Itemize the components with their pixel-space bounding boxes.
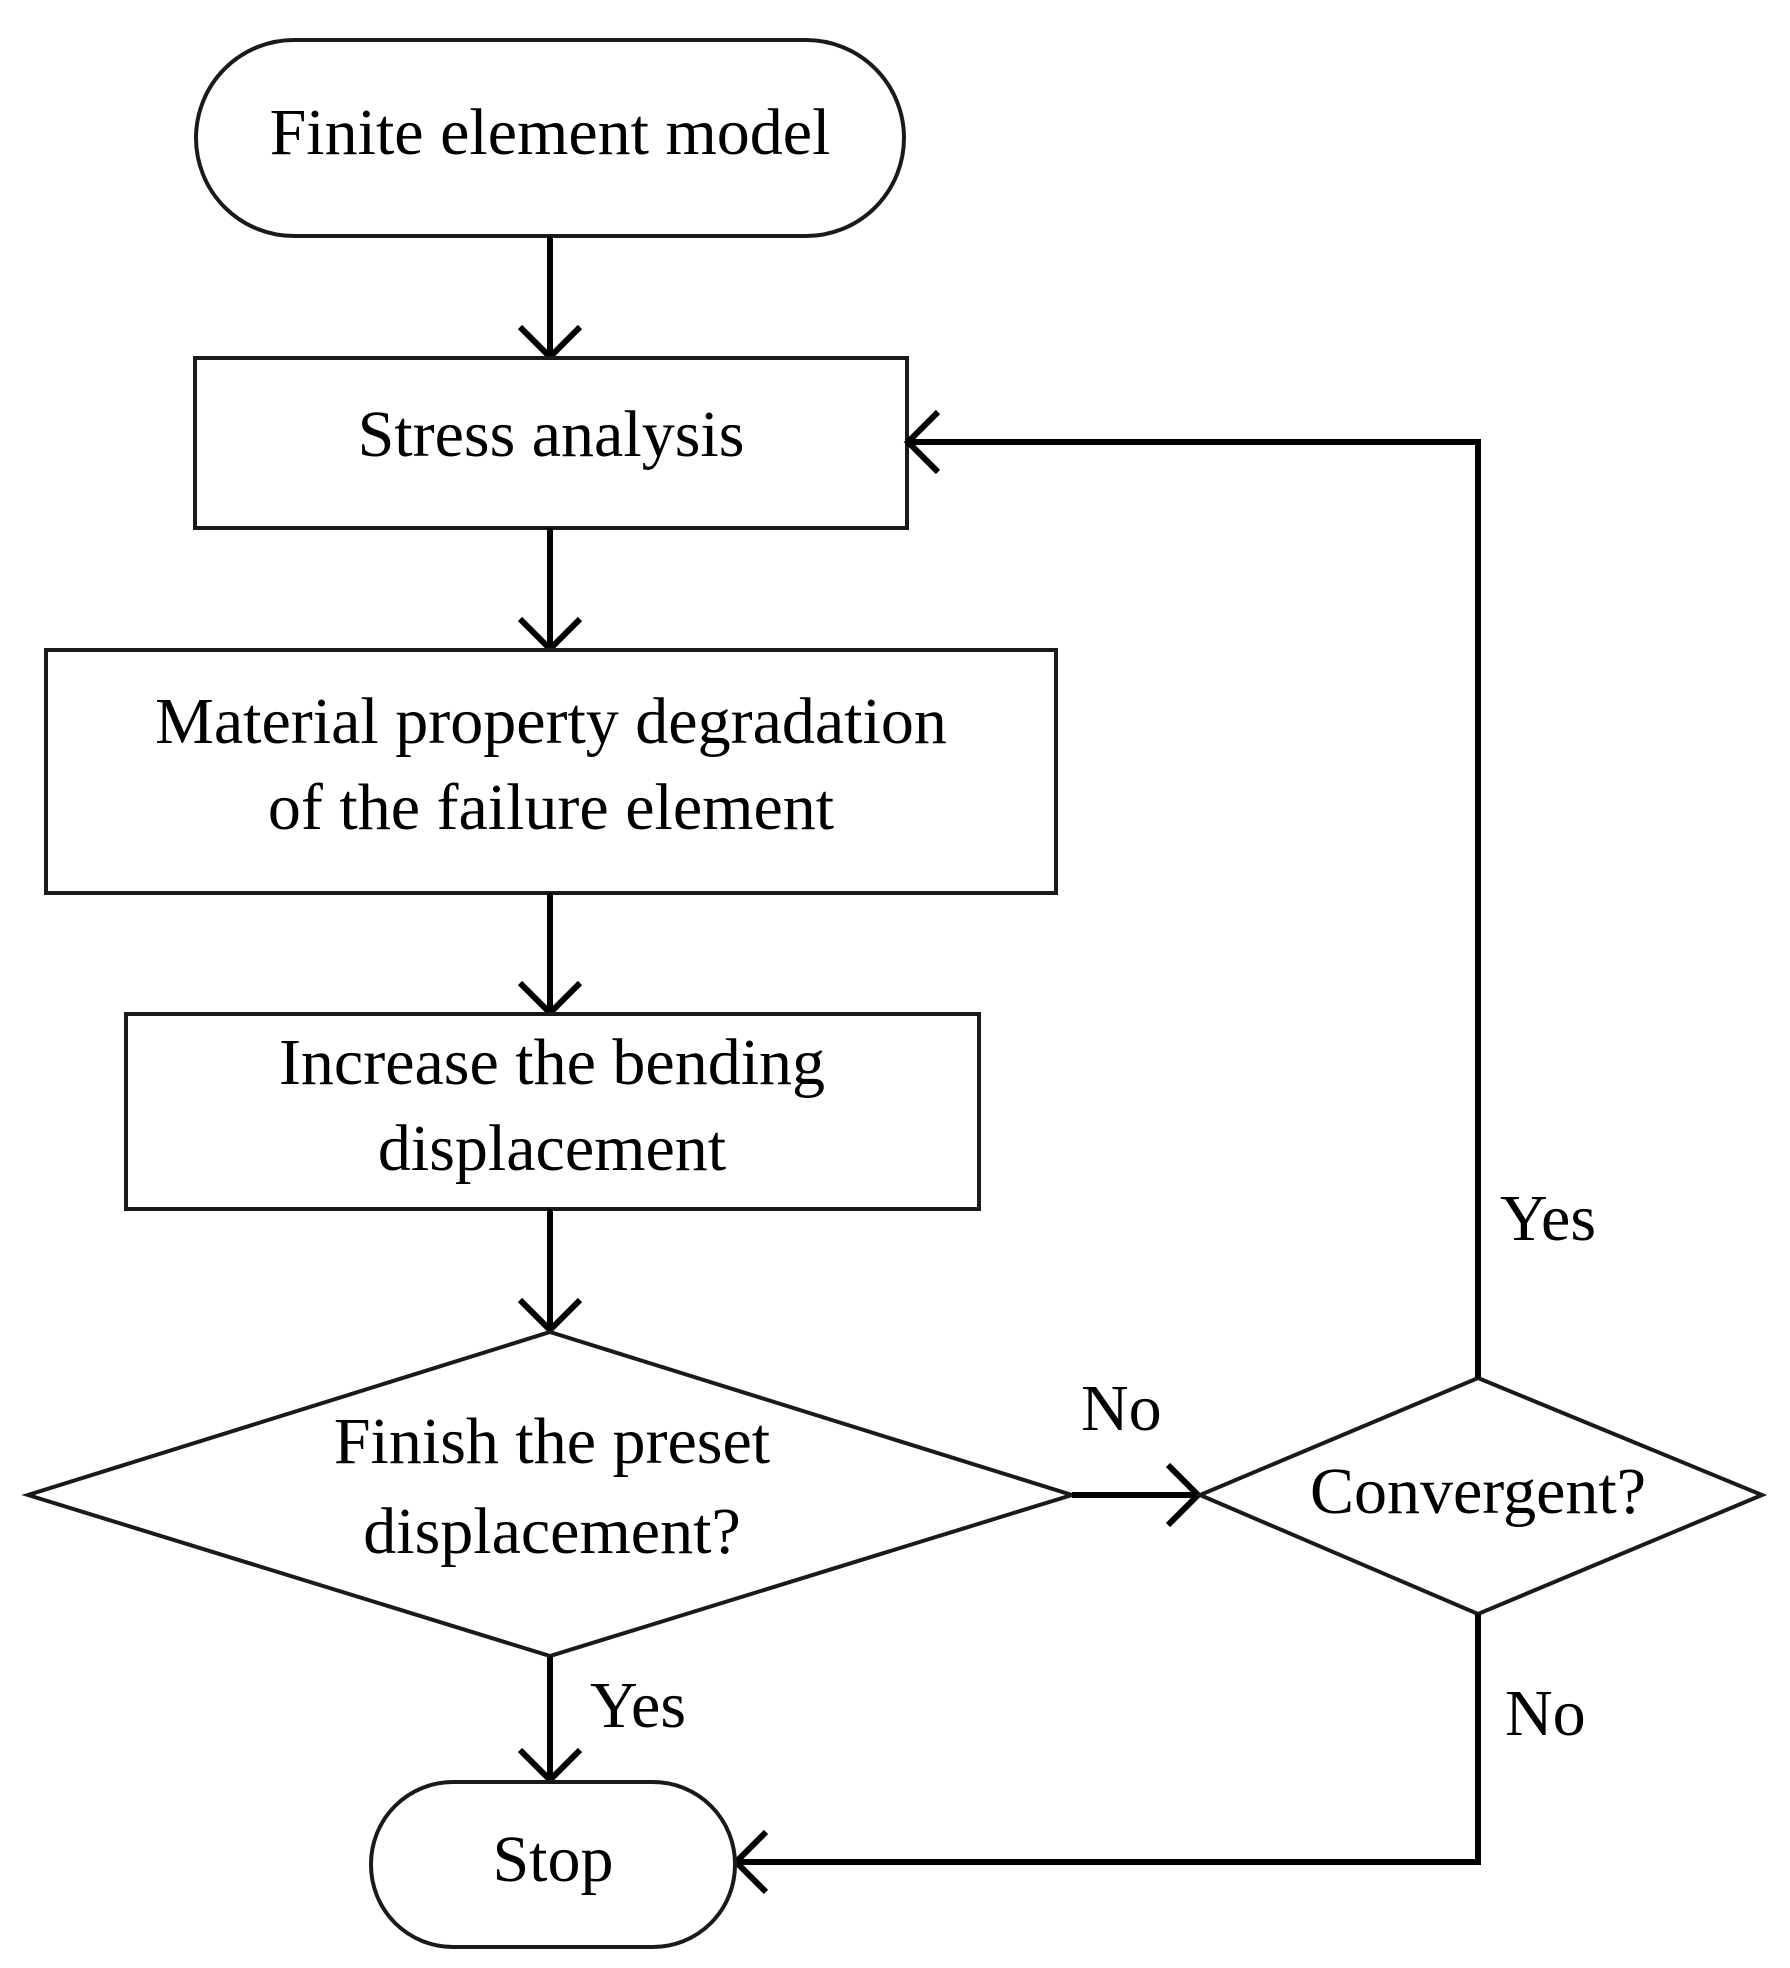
degradation-label-line2: of the failure element — [268, 771, 834, 844]
stop-label: Stop — [492, 1823, 613, 1896]
arrow-convergent-to-stop — [736, 1614, 1481, 1865]
convergent-decision-label: Convergent? — [1310, 1455, 1646, 1528]
increase-label-line2: displacement — [378, 1112, 726, 1185]
edge-label-finish-no: No — [1081, 1372, 1162, 1445]
edge-label-convergent-no: No — [1505, 1677, 1586, 1750]
degradation-box — [44, 648, 1058, 895]
arrowhead-convergent-to-stress — [903, 409, 941, 475]
stress-analysis-box — [193, 356, 909, 530]
stop-terminator — [369, 1780, 737, 1949]
edge-label-convergent-yes: Yes — [1500, 1182, 1596, 1255]
arrow-convergent-to-stress — [908, 439, 1481, 1378]
edge-label-finish-yes: Yes — [590, 1669, 686, 1742]
increase-label-line1: Increase the bending — [279, 1026, 825, 1099]
finish-decision-diamond — [21, 1329, 1079, 1659]
finish-decision-line2: displacement? — [363, 1495, 741, 1568]
degradation-label-line1: Material property degradation — [155, 685, 947, 758]
stress-analysis-label: Stress analysis — [358, 398, 745, 471]
start-label: Finite element model — [270, 96, 831, 169]
finish-decision-line1: Finish the preset — [334, 1405, 770, 1478]
